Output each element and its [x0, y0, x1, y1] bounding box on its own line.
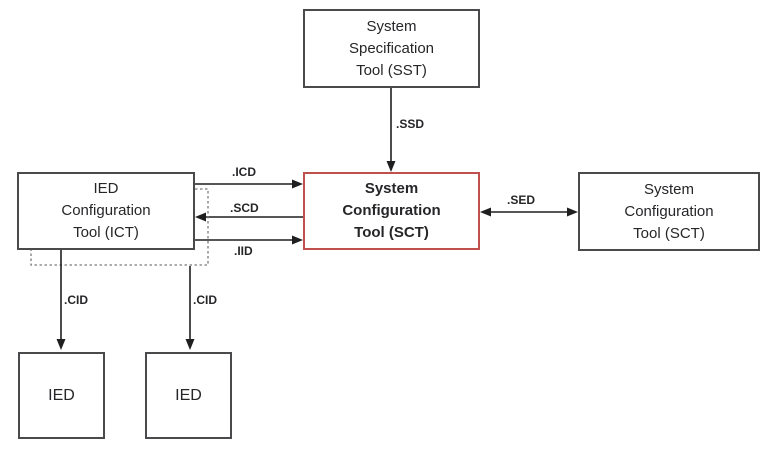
- edge-label-sed: .SED: [507, 193, 536, 207]
- arrow-cid-right: [185, 266, 195, 350]
- box-ied-right: IED: [145, 352, 232, 439]
- box-label-line: IED: [48, 386, 75, 404]
- box-label-line: System: [364, 180, 419, 197]
- box-system-specification-tool: System Specification Tool (SST): [303, 9, 480, 88]
- edge-label-ssd: .SSD: [396, 117, 425, 131]
- box-system-configuration-tool-center: System Configuration Tool (SCT): [303, 172, 480, 250]
- box-label-line: Tool (SCT): [354, 224, 429, 241]
- edge-label-iid: .IID: [234, 244, 253, 258]
- box-label-line: Configuration: [61, 202, 151, 219]
- arrow-ssd: [386, 88, 396, 172]
- box-label-line: Tool (ICT): [73, 224, 139, 241]
- arrow-icd: [195, 179, 303, 189]
- box-label-line: System: [366, 17, 417, 35]
- box-ied-configuration-tool: IED Configuration Tool (ICT): [17, 172, 195, 250]
- edge-label-scd: .SCD: [230, 201, 259, 215]
- box-label-line: System: [643, 180, 694, 198]
- box-label-line: IED: [93, 180, 119, 197]
- box-ied-left: IED: [18, 352, 105, 439]
- box-label-line: Specification: [348, 39, 435, 57]
- box-system-configuration-tool-right: System Configuration Tool (SCT): [578, 172, 760, 251]
- edge-label-cid-right: .CID: [193, 293, 217, 307]
- box-label-line: Configuration: [624, 202, 714, 220]
- box-label-line: Tool (SST): [356, 61, 427, 79]
- box-label-line: Tool (SCT): [633, 224, 705, 242]
- edge-label-icd: .ICD: [232, 165, 256, 179]
- arrow-sed: [480, 207, 578, 217]
- box-label-line: Configuration: [342, 202, 441, 219]
- box-label-line: IED: [175, 386, 202, 404]
- edge-label-cid-left: .CID: [64, 293, 88, 307]
